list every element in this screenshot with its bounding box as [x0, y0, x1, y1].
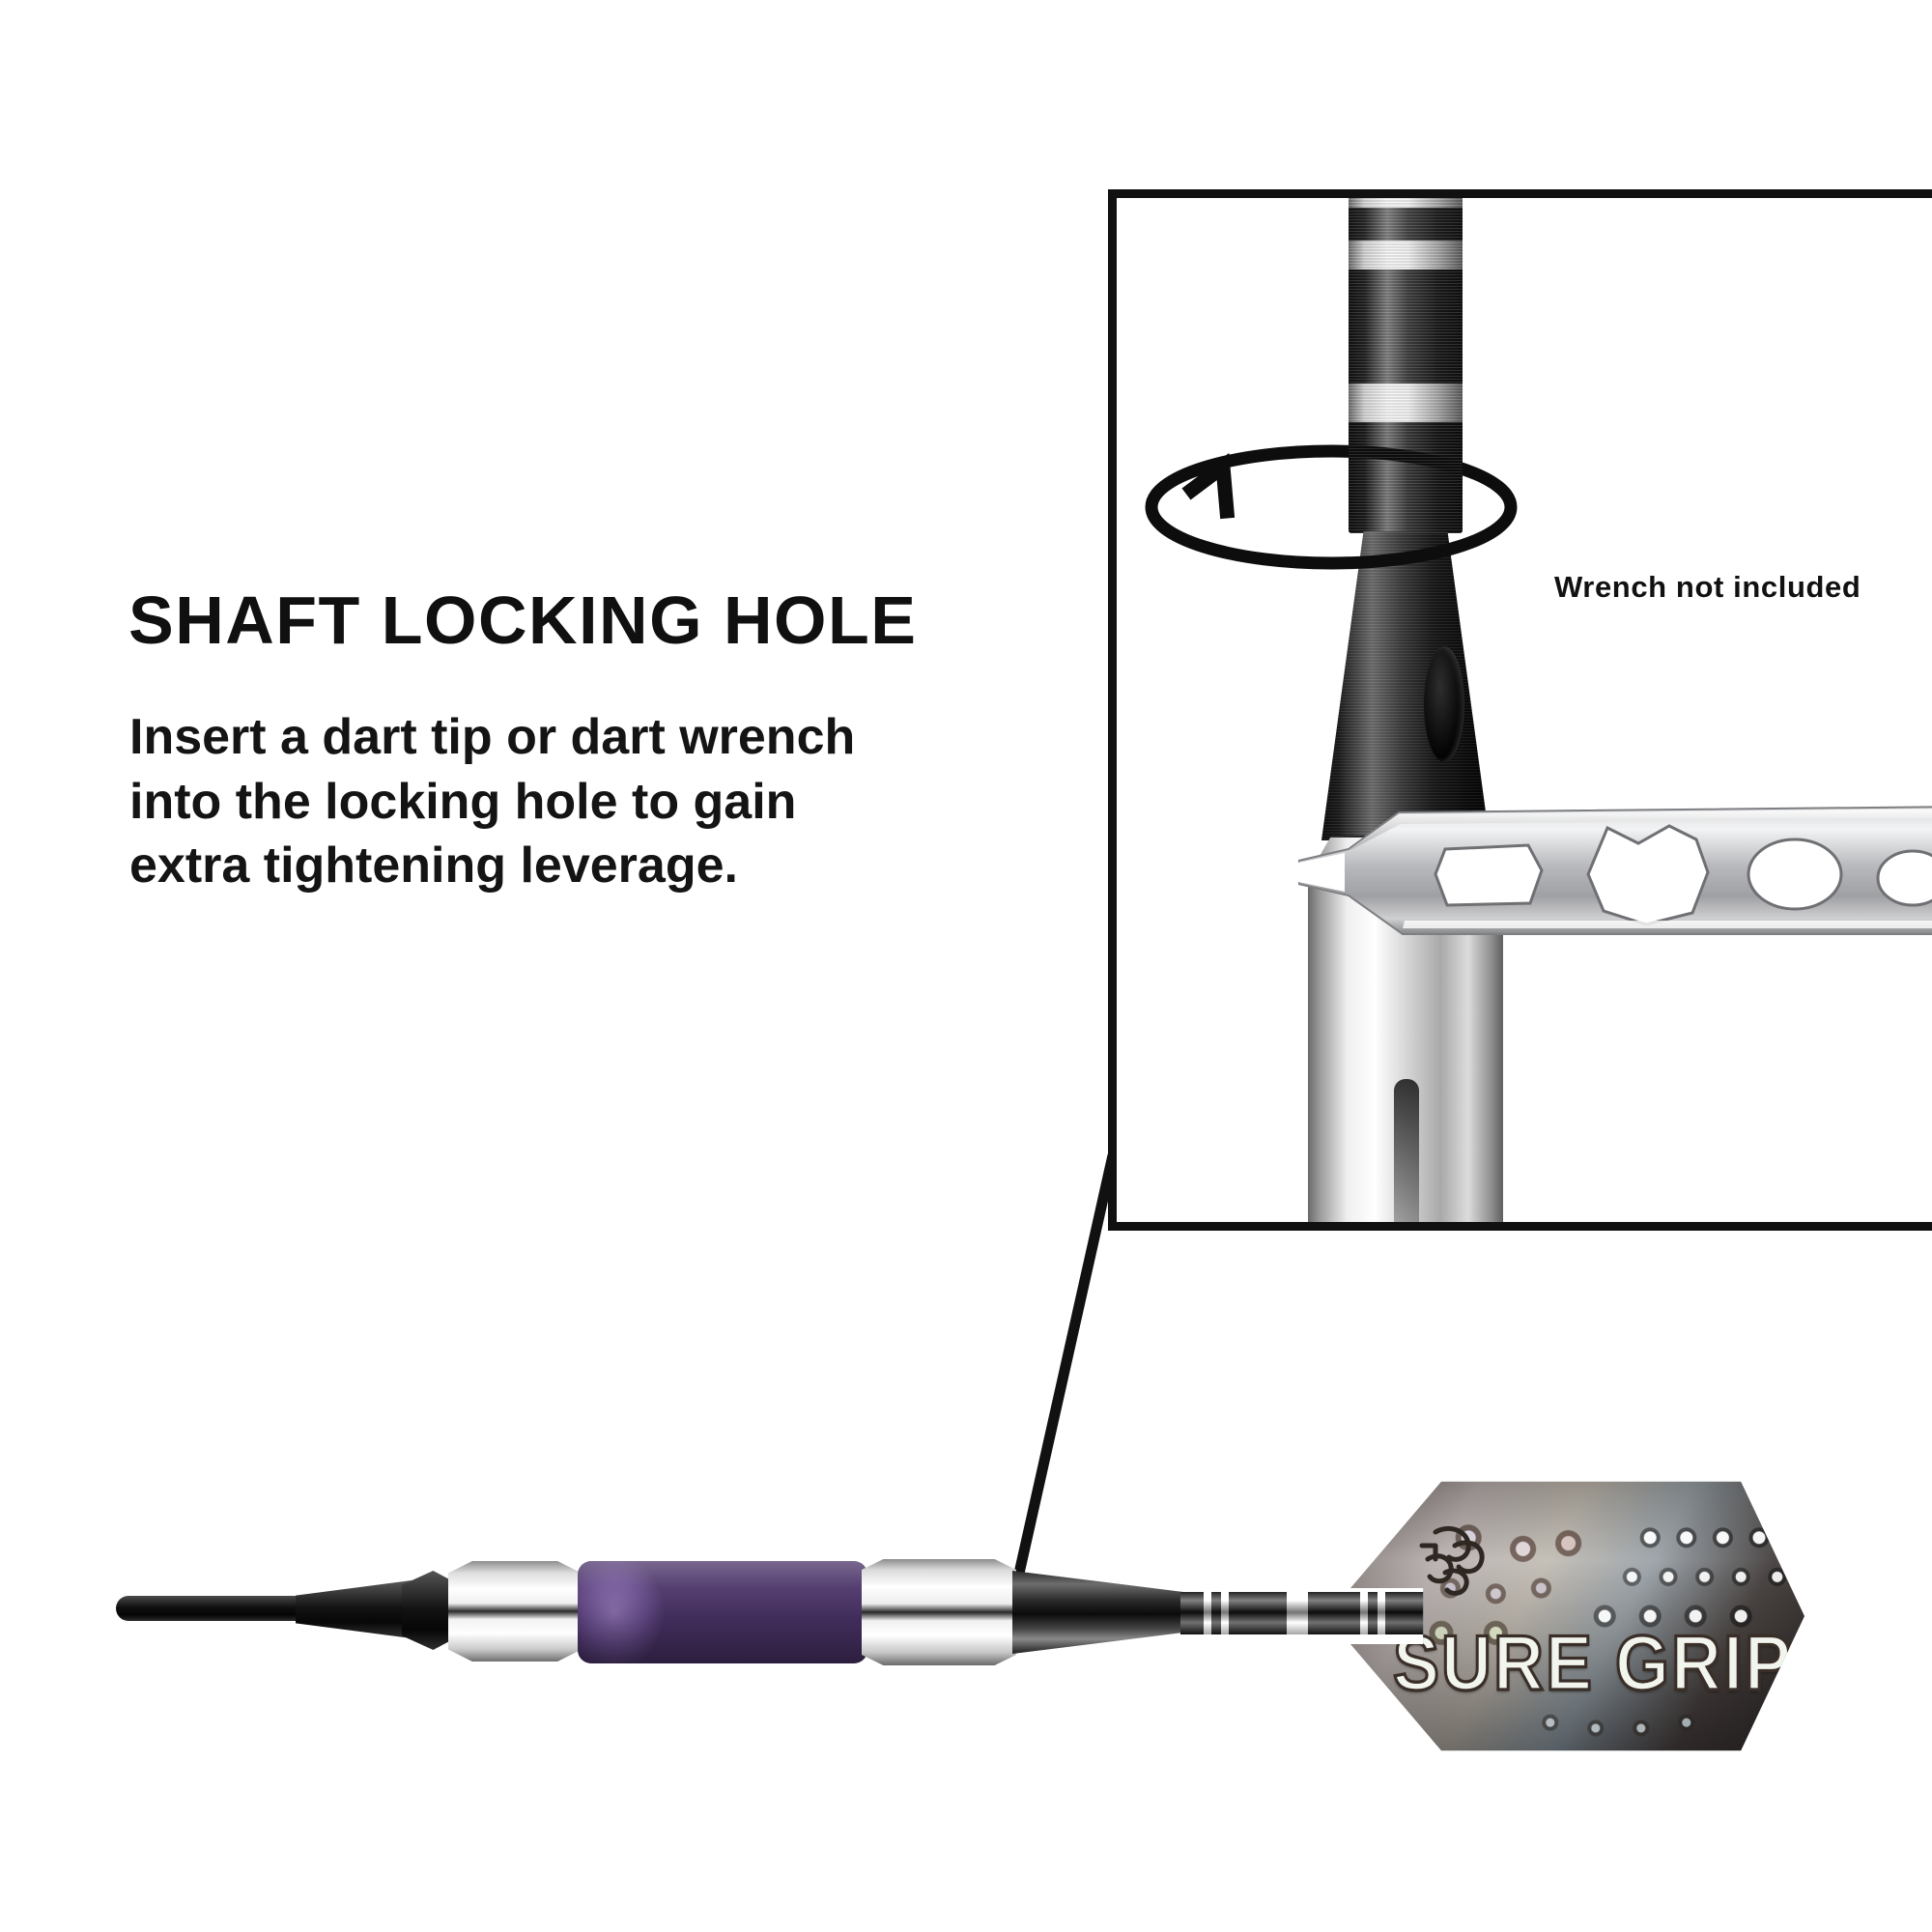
dart-grip: [578, 1561, 867, 1663]
wrench-hole-3: [1747, 838, 1843, 911]
rotation-arrowhead: [1181, 452, 1236, 520]
soft-tip-dart: SURE GRIP: [116, 1430, 1816, 1816]
magnified-detail-panel: Wrench not included: [1108, 189, 1932, 1231]
shaft-ringed-stem: [1349, 198, 1463, 533]
dart-collar-front: [448, 1561, 582, 1662]
dart-shaft-magnified: [1308, 198, 1563, 1222]
wrench-hole-2: [1586, 824, 1710, 926]
flight-brand-text: SURE GRIP: [1392, 1620, 1794, 1707]
dart-tip-cap: [402, 1571, 454, 1650]
wrench-fork-slot: [1298, 853, 1345, 892]
callout-description: Insert a dart tip or dart wrench into th…: [129, 709, 856, 895]
wrench-hole-1: [1434, 843, 1544, 907]
dart-tip-taper: [296, 1580, 412, 1638]
shaft-locking-hole: [1424, 646, 1464, 762]
dart-barrel: [862, 1559, 1016, 1665]
wrench-hole-4: [1876, 849, 1932, 907]
dart-flight: SURE GRIP: [1350, 1481, 1804, 1751]
inset-clip-region: Wrench not included: [1117, 198, 1932, 1222]
flight-graphic-pattern: [1350, 1481, 1804, 1751]
dart-wrench-icon: [1298, 806, 1932, 935]
dart-tip: [116, 1596, 307, 1621]
wrench-bottom-bevel: [1403, 921, 1932, 928]
dart-shaft-cone: [1012, 1571, 1186, 1654]
wrench-top-bevel: [1349, 809, 1932, 851]
wrench-note-label: Wrench not included: [1554, 570, 1861, 604]
gld-chain-logo: [1419, 1526, 1485, 1596]
page-title: SHAFT LOCKING HOLE: [128, 582, 918, 658]
dart-shaft: [1180, 1592, 1441, 1634]
